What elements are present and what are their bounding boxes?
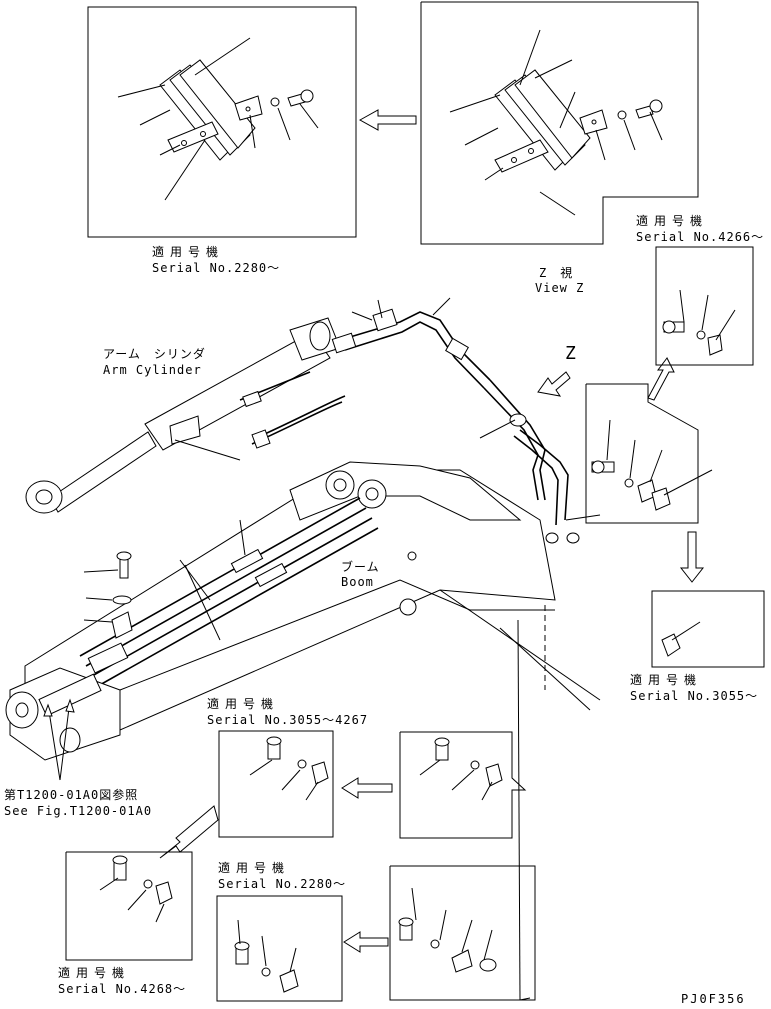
arrow-left-bottom xyxy=(343,931,389,953)
arrow-left-middle xyxy=(341,777,393,799)
detail-box-right-4266 xyxy=(655,246,754,366)
applicability-serial-4266: Serial No.4266〜 xyxy=(636,230,765,244)
reference-letter-z: Z xyxy=(565,343,577,364)
detail-box-middle-right xyxy=(585,383,713,524)
arrow-down-right xyxy=(679,531,705,583)
arrow-down-left xyxy=(159,805,219,859)
applicability-heading-top-left: 適用号機 xyxy=(152,245,225,259)
detail-box-4268 xyxy=(65,851,193,961)
detail-box-top-right xyxy=(420,1,699,245)
detail-box-bottom-right xyxy=(389,865,536,1001)
arrow-up-right xyxy=(647,357,675,401)
detail-box-right-3055 xyxy=(651,590,765,668)
arm-cylinder-label-ja: アーム シリンダ xyxy=(103,347,206,361)
detail-box-3055-4267 xyxy=(218,730,334,838)
applicability-heading-4266: 適用号機 xyxy=(636,214,709,228)
boom-label-en: Boom xyxy=(341,575,374,589)
applicability-heading-3055: 適用号機 xyxy=(630,673,703,687)
applicability-serial-3055-4267: Serial No.3055〜4267 xyxy=(207,713,369,727)
applicability-serial-2280-bottom: Serial No.2280〜 xyxy=(218,877,347,891)
arm-cylinder-label-en: Arm Cylinder xyxy=(103,363,202,377)
detail-box-top-left xyxy=(87,6,357,238)
applicability-heading-2280-bottom: 適用号機 xyxy=(218,861,291,875)
applicability-serial-3055: Serial No.3055〜 xyxy=(630,689,759,703)
see-fig-label-en: See Fig.T1200-01A0 xyxy=(4,804,153,818)
detail-box-center-right xyxy=(399,731,527,839)
applicability-serial-4268: Serial No.4268〜 xyxy=(58,982,187,996)
applicability-serial-top-left: Serial No.2280〜 xyxy=(152,261,281,275)
view-z-label-ja: Z 視 xyxy=(539,266,574,280)
arrow-left-top xyxy=(358,109,417,131)
applicability-heading-3055-4267: 適用号機 xyxy=(207,697,280,711)
view-z-label-en: View Z xyxy=(535,281,585,295)
boom-label-ja: ブーム xyxy=(341,560,380,574)
detail-box-2280-bottom xyxy=(216,895,343,1002)
applicability-heading-4268: 適用号機 xyxy=(58,966,131,980)
drawing-code: PJ0F356 xyxy=(681,992,746,1006)
main-assembly xyxy=(5,297,601,1001)
see-fig-label-ja: 第T1200-01A0図参照 xyxy=(4,788,139,802)
